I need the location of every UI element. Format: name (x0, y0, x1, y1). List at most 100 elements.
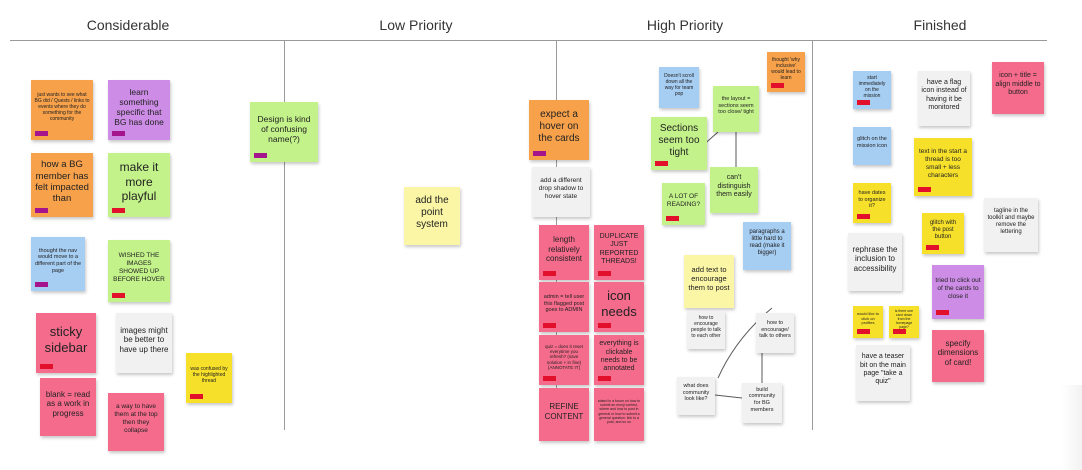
participant-tag (254, 153, 267, 158)
participant-tag (926, 245, 939, 250)
sticky-note-c2[interactable]: learn something specific that BG has don… (108, 80, 170, 140)
sticky-note-text: quiz = does it reset everytime you refre… (545, 343, 583, 371)
sticky-note-c10[interactable]: blank = read as a work in progress (40, 378, 96, 436)
sticky-note-c7[interactable]: sticky sidebar (36, 313, 96, 373)
column-divider-3 (812, 40, 813, 430)
sticky-note-c5[interactable]: thought the nav would move to a differen… (31, 237, 85, 291)
sticky-note-l2[interactable]: add the point system (404, 187, 460, 245)
connector-curve (717, 307, 773, 379)
sticky-note-text: the layout = sections seem too close/ ti… (718, 96, 754, 116)
participant-tag (655, 161, 668, 166)
sticky-note-text: text in the start a thread is too small … (918, 148, 968, 179)
sticky-note-text: admin = tell user this flagged post goes… (543, 294, 585, 314)
sticky-note-h8[interactable]: everything is clickable needs to be anno… (594, 335, 644, 385)
sticky-note-h1[interactable]: expect a hover on the cards (529, 100, 589, 160)
sticky-note-f7[interactable]: glitch with the post button (922, 213, 964, 254)
participant-tag (533, 151, 546, 156)
participant-tag (666, 216, 679, 221)
sticky-note-h12[interactable]: thought 'why inclusive' would lead to le… (767, 52, 805, 92)
sticky-note-h13[interactable]: the layout = sections seem too close/ ti… (713, 86, 759, 132)
participant-tag (35, 208, 48, 213)
sticky-note-h11[interactable]: Doesn't scroll down all the way for team… (659, 67, 699, 108)
sticky-note-h5[interactable]: admin = tell user this flagged post goes… (539, 282, 589, 332)
sticky-note-h14[interactable]: Sections seem too tight (651, 117, 707, 170)
sticky-note-text: tried to click out of the cards to close… (935, 277, 981, 300)
participant-tag (112, 293, 125, 298)
sticky-note-text: build community for BG members (748, 386, 776, 413)
sticky-note-f12[interactable]: is there one card down from the homepage… (889, 306, 919, 338)
sticky-note-h16[interactable]: A LOT OF READING? (662, 183, 705, 225)
column-title-low-priority: Low Priority (379, 17, 453, 33)
sticky-note-c8[interactable]: images might be better to have up there (116, 313, 172, 373)
sticky-note-h21[interactable]: what does community look like? (677, 377, 715, 415)
sticky-note-h10[interactable]: stated in a forum on how to submit an em… (594, 388, 644, 441)
sticky-note-text: how a BG member has felt impacted than (35, 159, 89, 205)
sticky-note-h17[interactable]: paragraphs a little hard to read (make i… (743, 222, 791, 270)
sticky-note-text: expect a hover on the cards (538, 109, 580, 144)
sticky-note-f14[interactable]: have a teaser bit on the main page "take… (856, 345, 910, 401)
participant-tag (918, 187, 931, 192)
sticky-note-text: would like to click on profiles (856, 310, 879, 326)
sticky-note-l1[interactable]: Design is kind of confusing name(?) (250, 102, 318, 162)
participant-tag (598, 376, 611, 381)
sticky-note-text: glitch with the post button (929, 219, 957, 241)
sticky-note-text: add the point system (415, 195, 449, 230)
sticky-note-text: stated in a forum on how to submit an em… (597, 398, 641, 424)
sticky-note-f11[interactable]: would like to click on profiles (853, 306, 883, 338)
sticky-note-f9[interactable]: rephrase the inclusion to accessibility (848, 233, 902, 291)
participant-tag (893, 329, 906, 334)
sticky-note-text: have dates to organize it? (858, 190, 886, 210)
sticky-note-text: WISHED THE IMAGES SHOWED UP BEFORE HOVER (113, 252, 165, 283)
connector-line (714, 394, 743, 399)
sticky-note-text: is there one card down from the homepage… (894, 308, 914, 330)
sticky-note-f1[interactable]: start immediately on the mission (853, 71, 891, 109)
sticky-note-text: a way to have them at the top then they … (114, 403, 158, 434)
sticky-note-h19[interactable]: how to encourage people to talk to each … (687, 311, 725, 349)
sticky-note-text: how to encourage people to talk to each … (691, 315, 721, 339)
participant-tag (190, 394, 203, 399)
sticky-note-c1[interactable]: just wants to see what BG did / Quests /… (31, 80, 93, 140)
sticky-note-text: Design is kind of confusing name(?) (257, 113, 311, 145)
sticky-note-h3[interactable]: length relatively consistent (539, 225, 589, 280)
participant-tag (857, 100, 870, 105)
sticky-note-f13[interactable]: specify dimensions of card! (932, 330, 984, 382)
sticky-note-text: start immediately on the mission (858, 75, 886, 99)
sticky-note-text: add text to encourage them to post (688, 265, 730, 292)
participant-tag (857, 214, 870, 219)
header-divider (10, 40, 1047, 41)
sticky-note-f3[interactable]: icon + title = align middle to button (992, 62, 1044, 114)
participant-tag (771, 83, 784, 88)
sticky-note-f8[interactable]: tagline in the toolkit and maybe remove … (984, 198, 1038, 252)
participant-tag (543, 376, 556, 381)
sticky-note-c6[interactable]: WISHED THE IMAGES SHOWED UP BEFORE HOVER (108, 240, 170, 302)
participant-tag (543, 323, 556, 328)
sticky-note-h7[interactable]: quiz = does it reset everytime you refre… (539, 335, 589, 385)
sticky-note-text: images might be better to have up there (119, 325, 169, 354)
sticky-note-h6[interactable]: icon needs (594, 282, 644, 332)
sticky-note-text: tagline in the toolkit and maybe remove … (987, 207, 1035, 236)
sticky-note-text: DUPLICATE JUST REPORTED THREADS! (599, 232, 639, 265)
sticky-note-c11[interactable]: a way to have them at the top then they … (108, 393, 164, 451)
sticky-note-c4[interactable]: make it more playful (108, 153, 170, 217)
sticky-note-f10[interactable]: tried to click out of the cards to close… (932, 265, 984, 319)
sticky-note-h4[interactable]: DUPLICATE JUST REPORTED THREADS! (594, 225, 644, 280)
sticky-note-h2[interactable]: add a different drop shadow to hover sta… (532, 167, 590, 217)
sticky-note-f4[interactable]: glitch on the mission icon (853, 127, 891, 165)
participant-tag (35, 282, 48, 287)
sticky-note-f5[interactable]: text in the start a thread is too small … (914, 138, 972, 196)
sticky-note-c9[interactable]: was confused by the highlighted thread (186, 353, 232, 403)
sticky-note-h22[interactable]: build community for BG members (742, 383, 782, 423)
participant-tag (112, 208, 125, 213)
scroll-edge-shade (1062, 385, 1082, 470)
sticky-note-f6[interactable]: have dates to organize it? (853, 183, 891, 223)
sticky-note-h15[interactable]: can't distinguish them easily (710, 167, 758, 213)
sticky-note-text: paragraphs a little hard to read (make i… (749, 228, 785, 257)
sticky-note-h9[interactable]: REFINE CONTENT (539, 388, 589, 441)
sticky-note-c3[interactable]: how a BG member has felt impacted than (31, 153, 93, 217)
sticky-note-h18[interactable]: add text to encourage them to post (684, 255, 734, 308)
column-divider-1 (284, 40, 285, 430)
sticky-note-f2[interactable]: have a flag icon instead of having it be… (918, 71, 970, 126)
sticky-note-h20[interactable]: how to encourage/ talk to others (756, 313, 794, 353)
participant-tag (857, 329, 870, 334)
